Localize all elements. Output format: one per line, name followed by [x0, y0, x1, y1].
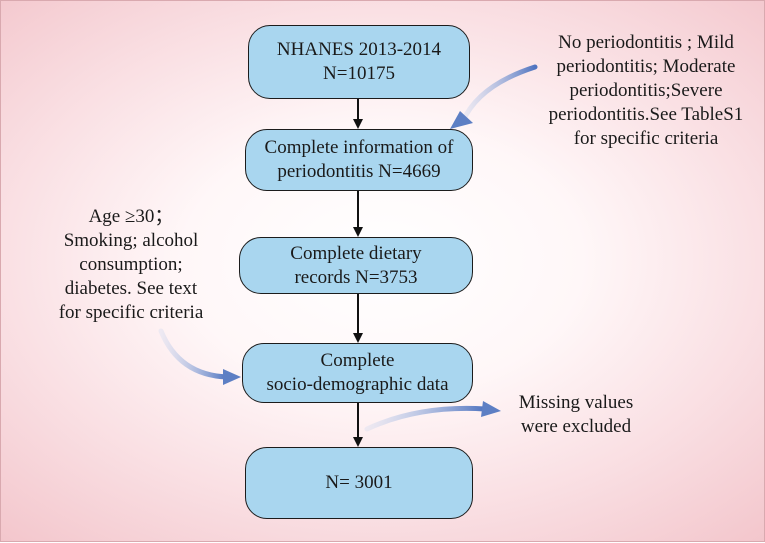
flow-box-line: socio-demographic data — [266, 374, 449, 395]
note-line: diabetes. See text — [64, 278, 198, 299]
note-line: were excluded — [520, 416, 632, 437]
note-line: consumption; — [79, 254, 183, 275]
flow-box-final: N= 3001 — [245, 447, 473, 519]
flow-box-line: NHANES 2013-2014 — [276, 39, 442, 60]
note-line: for specific criteria — [573, 128, 719, 149]
flow-box-sociodemographic: Complete socio-demographic data — [242, 343, 473, 403]
note-line: Smoking; alcohol — [63, 230, 199, 251]
curved-arrow-periodontitis — [450, 64, 538, 129]
flow-box-nhanes: NHANES 2013-2014 N=10175 — [248, 25, 470, 99]
flow-box-line: periodontitis N=4669 — [277, 161, 441, 182]
curved-arrow-missing — [364, 401, 501, 432]
note-line: Age ≥30； — [88, 206, 174, 227]
note-line: periodontitis.See TableS1 — [548, 104, 744, 125]
flow-box-line: Complete information of — [264, 137, 454, 158]
flow-box-dietary: Complete dietary records N=3753 — [239, 237, 473, 294]
curved-arrow-inclusion — [158, 328, 241, 385]
note-line: Missing values — [518, 392, 634, 413]
flow-box-line: Complete dietary — [290, 242, 422, 264]
note-line: No periodontitis ; Mild — [558, 32, 734, 53]
flow-box-line: records N=3753 — [294, 266, 418, 288]
note-line: for specific criteria — [58, 302, 204, 323]
flow-box-periodontitis: Complete information of periodontitis N=… — [245, 129, 473, 191]
flow-box-line: N= 3001 — [325, 472, 393, 493]
flow-box-line: N=10175 — [323, 63, 395, 84]
flow-box-line: Complete — [320, 350, 395, 371]
note-missing-values: Missing values were excluded — [501, 391, 651, 439]
note-line: periodontitis; Moderate — [556, 56, 736, 77]
note-periodontitis-criteria: No periodontitis ; Mild periodontitis; M… — [541, 31, 751, 151]
note-line: periodontitis;Severe — [569, 80, 723, 101]
note-inclusion-criteria: Age ≥30； Smoking; alcohol consumption; d… — [41, 205, 221, 325]
